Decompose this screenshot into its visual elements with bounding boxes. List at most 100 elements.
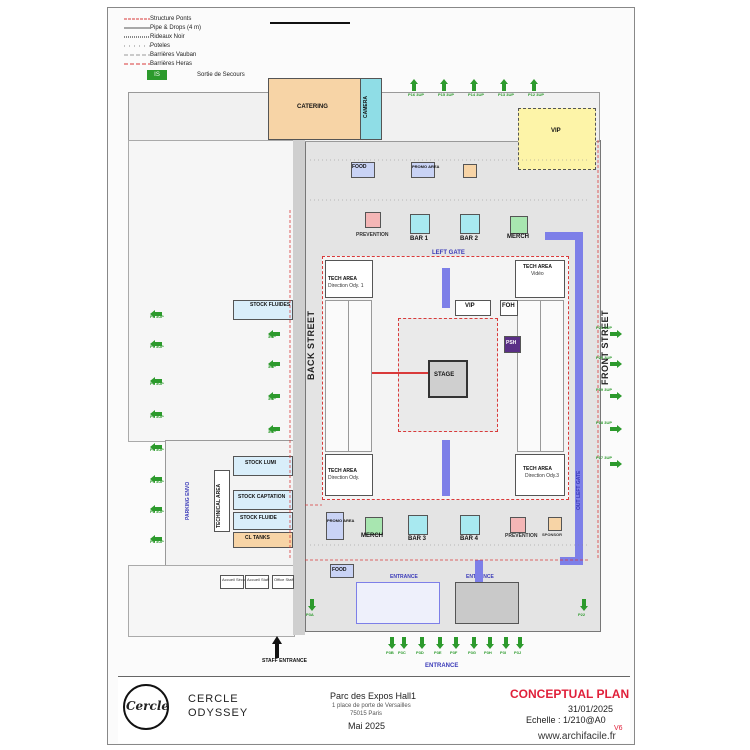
exit-sign: P3B (386, 636, 396, 655)
exit-arrow-icon (516, 637, 524, 649)
legend-item: Barrières Heras (150, 61, 193, 67)
exit-label: P17 3UP (596, 455, 613, 460)
exit-label: 3UP (268, 396, 276, 401)
exit-sign: P20 3UP (596, 355, 622, 373)
exit-label: P3J (514, 650, 522, 655)
promo-bottom-label: PROMO AREA (327, 518, 355, 523)
bar2-zone (460, 214, 480, 234)
exit-sign: P3G (468, 636, 478, 655)
office-label: Office Staff (274, 577, 294, 582)
camera-zone (360, 78, 382, 140)
exit-label: P3 3UP (150, 479, 164, 484)
exit-sign: P3I (500, 636, 510, 655)
merch-bottom-label: MERCH (361, 533, 383, 539)
stock-fluide-zone (233, 512, 293, 530)
exit-label: P12 3UP (528, 92, 545, 97)
exit-sign: 3UP (268, 420, 280, 438)
exit-label: 3UP (268, 334, 276, 339)
sponsor-label: SPONSOR (542, 532, 563, 537)
exit-label: P22 (578, 612, 586, 617)
office-zone (272, 575, 294, 589)
exit-arrow-icon (268, 360, 280, 368)
exit-sign: P21 3UP (596, 325, 622, 343)
exit-label: P2 3UP (150, 509, 164, 514)
food-top-zone (351, 162, 375, 178)
exit-label: P18 3UP (596, 420, 613, 425)
tech-area-top-left-sub: Direction Ody. 1 (328, 283, 364, 289)
tech-area-top-left-label: TECH AREA (328, 276, 357, 282)
bar4-label: BAR 4 (460, 536, 479, 542)
vip-mid-label: VIP (465, 303, 475, 309)
bar1-label: BAR 1 (410, 236, 429, 242)
exit-sign: P8 3UP (150, 305, 164, 323)
sponsor-zone (548, 517, 562, 531)
legend-item: Rideaux Noir (150, 34, 185, 40)
left-gate-label: LEFT GATE (432, 250, 465, 256)
left-tower-row-2 (348, 300, 372, 452)
plan-date: 31/01/2025 (568, 704, 614, 714)
tech-area-top-right-sub: Vidéo (531, 271, 544, 277)
service-lane (293, 140, 305, 635)
flow-arrow (442, 440, 450, 496)
exit-label: P16 3UP (408, 92, 425, 97)
exit-sign: P3 3UP (150, 470, 164, 488)
exit-sign: P1 3UP (150, 530, 164, 548)
legend-item: Structure Ponts (150, 16, 192, 22)
food-bottom-zone (330, 564, 354, 578)
exit-sign: P3A (306, 598, 316, 617)
technical-area-zone (214, 470, 230, 532)
brand-line-1: CERCLE (188, 693, 239, 705)
psh-zone (504, 336, 521, 353)
exit-label: P3A (306, 612, 314, 617)
exit-sign: P7 3UP (150, 335, 164, 353)
catering-zone (268, 78, 362, 140)
vip-top-label: VIP (551, 128, 561, 134)
stock-lumi-zone (233, 456, 293, 476)
exit-label: P20 3UP (596, 355, 613, 360)
entrance-left-zone (356, 582, 440, 624)
stock-captation-label: STOCK CAPTATION (238, 494, 286, 500)
legend-item: Sortie de Secours (197, 72, 245, 78)
address-line-2: 75015 Paris (350, 711, 383, 717)
cercle-logo-text: Cercle (126, 699, 170, 713)
prevention-bottom-zone (510, 517, 526, 533)
exit-label: P5 3UP (150, 414, 164, 419)
bar3-label: BAR 3 (408, 536, 427, 542)
tech-area-bottom-left-label: TECH AREA (328, 468, 357, 474)
legend-item: Barrières Vauban (150, 52, 197, 58)
exit-sign: P16 3UP (408, 78, 424, 97)
exit-sign: P17 3UP (596, 455, 622, 473)
prevention-bottom-label: PREVENTION (505, 533, 538, 539)
stock-fluides-zone (233, 300, 293, 320)
plan-title: CONCEPTUAL PLAN (510, 687, 630, 701)
entrance-bottom-label: ENTRANCE (425, 663, 459, 669)
foh-label: FOH (502, 303, 515, 309)
exit-arrow-icon (418, 637, 426, 649)
event-date: Mai 2025 (348, 721, 386, 731)
exit-sign: 3UP (268, 325, 280, 343)
exit-sign: P18 3UP (596, 420, 622, 438)
exit-arrow-icon (150, 310, 162, 318)
cl-tanks-label: CL TANKS (245, 535, 270, 541)
exit-label: P6 3UP (150, 381, 164, 386)
exit-label: P3I (500, 650, 507, 655)
vip-zone (518, 108, 596, 170)
exit-arrow-icon (470, 637, 478, 649)
exit-arrow-icon (268, 392, 280, 400)
exit-arrow-icon (530, 79, 538, 91)
foh-zone (500, 300, 518, 316)
prevention-top-label: PREVENTION (356, 232, 389, 238)
exit-sign-icon: IS (147, 70, 167, 80)
tech-area-top-right (515, 260, 565, 298)
exit-arrow-icon (308, 599, 316, 611)
merch-bottom-zone (365, 517, 383, 535)
exit-arrow-icon (268, 330, 280, 338)
stock-captation-zone (233, 490, 293, 510)
exit-label: P1 3UP (150, 539, 164, 544)
exit-arrow-icon (150, 535, 162, 543)
exit-label: 3UP (268, 429, 276, 434)
exit-sign: P14 3UP (468, 78, 484, 97)
exit-sign: 3UP (268, 355, 280, 373)
prevention-top-zone (365, 212, 381, 228)
